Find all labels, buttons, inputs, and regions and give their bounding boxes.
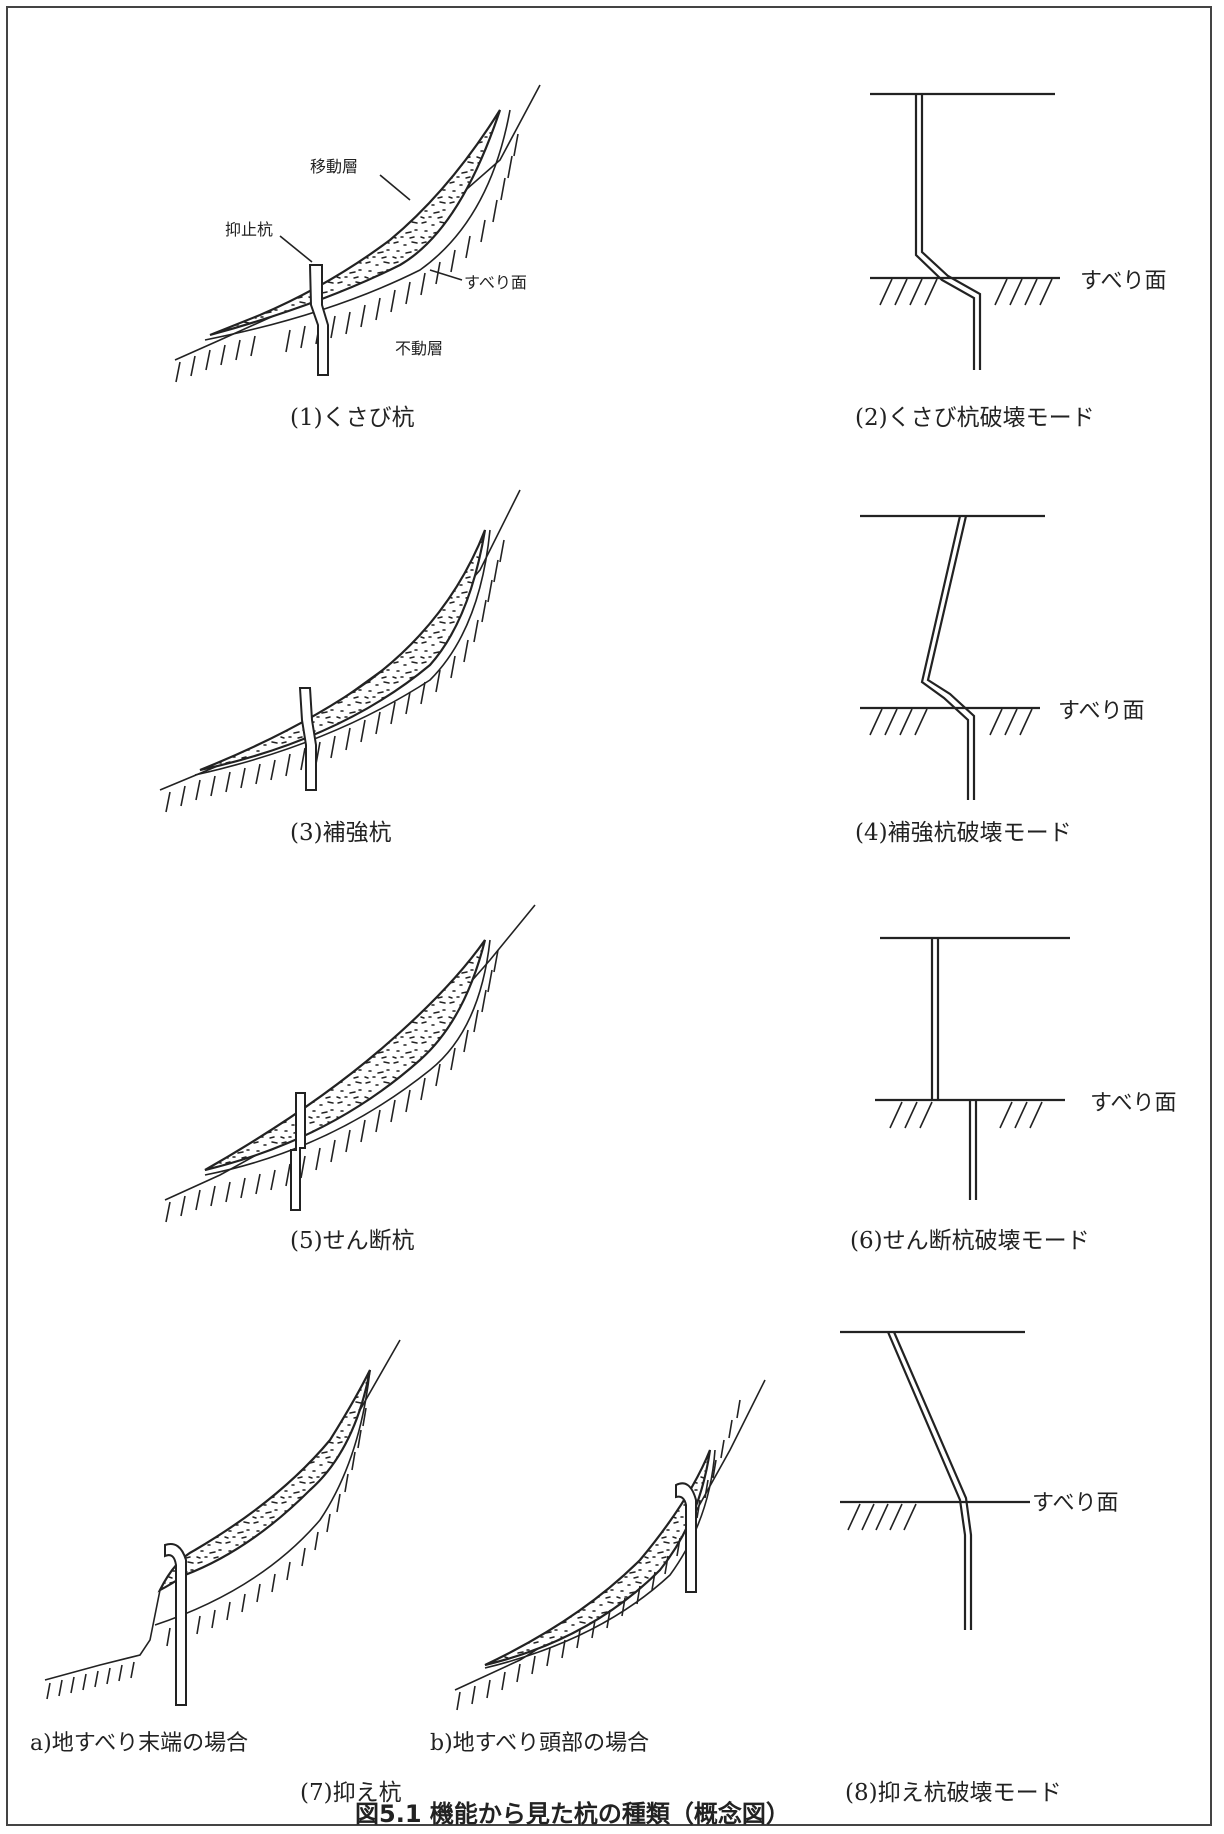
diagram-suppression-pile-toe: a)地すべり末端の場合: [30, 1339, 401, 1756]
figure-caption: 図5.1 機能から見た杭の種類（概念図）: [355, 1800, 790, 1828]
mode-slip-label-8: すべり面: [1032, 1491, 1118, 1516]
annotation-stable-layer: 不動層: [395, 339, 443, 358]
caption-p2: (2)くさび杭破壊モード: [855, 405, 1095, 431]
mode-suppression-pile: すべり面 (8)抑え杭破壊モード: [840, 1330, 1118, 1806]
caption-p7a: a)地すべり末端の場合: [30, 1731, 248, 1756]
caption-p1: (1)くさび杭: [290, 405, 415, 431]
caption-p8: (8)抑え杭破壊モード: [845, 1780, 1062, 1806]
pile-suppression-toe: [164, 1543, 187, 1706]
caption-p7b: b)地すべり頭部の場合: [430, 1731, 649, 1756]
mode-slip-label-2: すべり面: [1080, 269, 1166, 294]
pile-reinforcement: [298, 687, 317, 791]
diagram-wedge-pile: 移動層 抑止杭 すべり面 不動層 (1)くさび杭: [174, 84, 541, 431]
caption-p5: (5)せん断杭: [290, 1228, 415, 1254]
leader-restraint-pile: [279, 235, 313, 263]
annotation-slip-surface: すべり面: [464, 273, 527, 292]
diagram-shear-pile: (5)せん断杭: [164, 904, 536, 1254]
leader-moving-layer: [379, 174, 411, 201]
caption-p7: (7)抑え杭: [300, 1780, 402, 1806]
figure-frame: [6, 6, 1212, 1826]
caption-p4: (4)補強杭破壊モード: [855, 820, 1072, 846]
moving-layer-mass: [209, 109, 502, 337]
annotation-moving-layer: 移動層: [310, 157, 358, 176]
leader-slip-surface: [429, 269, 463, 281]
mode-slip-label-6: すべり面: [1090, 1091, 1176, 1116]
diagram-suppression-pile-head: b)地すべり頭部の場合: [430, 1379, 766, 1756]
mode-slip-label-4: すべり面: [1058, 699, 1144, 724]
annotation-restraint-pile: 抑止杭: [225, 220, 273, 239]
mode-reinforcement-pile: すべり面 (4)補強杭破壊モード: [855, 514, 1144, 846]
mode-wedge-pile: すべり面 (2)くさび杭破壊モード: [855, 92, 1166, 431]
caption-p3: (3)補強杭: [290, 820, 392, 846]
mode-shear-pile: すべり面 (6)せん断杭破壊モード: [850, 936, 1176, 1254]
pile-suppression-head: [675, 1482, 697, 1593]
caption-p6: (6)せん断杭破壊モード: [850, 1228, 1090, 1254]
diagram-reinforcement-pile: (3)補強杭: [159, 489, 521, 846]
pile-shear: [290, 1092, 306, 1211]
pile-wedge: [308, 264, 329, 376]
